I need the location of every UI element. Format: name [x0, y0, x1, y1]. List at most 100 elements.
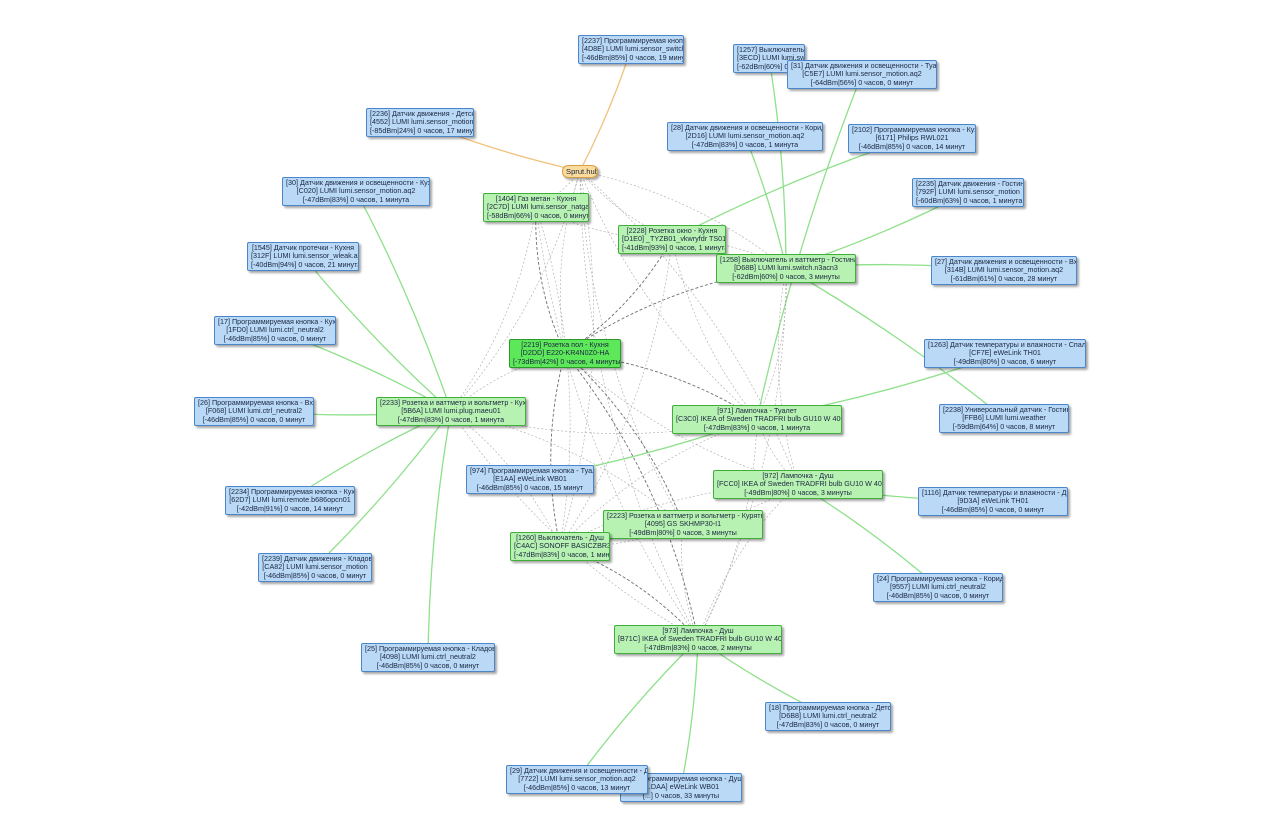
node-model: [C020] LUMI lumi.sensor_motion.aq2 [296, 186, 416, 196]
edge-n2228-n1260 [559, 238, 673, 547]
node-signal: [-62dBm|60%] 0 часов, 3 минуты [732, 271, 840, 281]
node-title: [18] Программируемая кнопка - Детская [769, 702, 891, 712]
device-node-n2238[interactable]: [2238] Универсальный датчик - Гостиная[F… [939, 403, 1069, 434]
edge-n2239-n2233 [314, 410, 452, 568]
device-node-n24[interactable]: [24] Программируемая кнопка - Коридор[95… [873, 572, 1003, 603]
edge-n972-hub [579, 170, 799, 485]
edge-n1404-n2233 [450, 206, 537, 412]
edge-n972-n973 [697, 483, 799, 640]
device-node-n2102[interactable]: [2102] Программируемая кнопка - Кухня[61… [848, 123, 976, 154]
node-title: [971] Лампочка - Туалет [717, 405, 797, 415]
edge-n973-n2219 [564, 352, 699, 640]
node-title: [1545] Датчик протечки - Кухня [251, 242, 355, 252]
device-node-n1545[interactable]: [1545] Датчик протечки - Кухня[312F] LUM… [247, 241, 359, 272]
device-node-n1257[interactable]: [1257] Выключатель - Спальня[3ECD] LUMI … [733, 43, 805, 74]
node-model: [1FD0] LUMI lumi.ctrl_neutral2 [226, 325, 324, 335]
device-node-n31[interactable]: [31] Датчик движения и освещенности - Ту… [787, 59, 937, 90]
edge-n2102-n2228 [671, 137, 913, 240]
device-node-n1263[interactable]: [1263] Датчик температуры и влажности - … [924, 338, 1086, 369]
hub-node[interactable]: Sprut.hub [562, 165, 598, 178]
node-model: [CF7E] eWeLink TH01 [969, 348, 1041, 358]
node-signal: [-47dBm|83%] 0 часов, 0 минут [776, 719, 880, 729]
node-model: [5B6A] LUMI lumi.plug.maeu01 [401, 406, 501, 416]
device-node-n29[interactable]: [29] Датчик движения и освещенности - Ду… [506, 764, 648, 795]
node-title: [1257] Выключатель - Спальня [737, 44, 805, 54]
node-signal: [-47dBm|83%] 0 часов, 1 минута [514, 549, 610, 559]
device-node-n30[interactable]: [30] Датчик движения и освещенности - Ку… [282, 176, 430, 207]
node-title: [1258] Выключатель и ваттметр - Гостиная [720, 254, 856, 264]
edge-n1258-n971 [756, 267, 787, 420]
device-node-n972[interactable]: [972] Лампочка - Душ[FCC0] IKEA of Swede… [713, 469, 883, 500]
node-model: [4095] GS SKHMP30-I1 [644, 519, 722, 529]
node-signal: [-47dBm|83%] 0 часов, 1 минута [397, 414, 505, 424]
edge-n971-n973 [697, 418, 758, 640]
device-node-n1404[interactable]: [1404] Газ метан - Кухня[2C7D] LUMI lumi… [483, 192, 589, 223]
edge-n1404-n1260 [535, 206, 571, 547]
node-signal: [-46dBm|85%] 0 часов, 15 минут [476, 482, 584, 492]
node-signal: [-41dBm|93%] 0 часов, 1 минута [622, 242, 726, 252]
node-title: [2237] Программируемая кнопка [582, 35, 684, 45]
node-signal: [-46dBm|85%] 0 часов, 19 минут [582, 52, 684, 62]
node-model: [9D3A] eWeLink TH01 [957, 496, 1029, 506]
device-node-n26[interactable]: [26] Программируемая кнопка - Вход[F068]… [194, 396, 314, 427]
device-node-n2219[interactable]: [2219] Розетка пол - Кухня[D2DD] E220-KR… [509, 338, 621, 369]
edge-n31-n971 [755, 73, 863, 420]
node-title: [2236] Датчик движения - Детская [370, 108, 474, 118]
edge-n1258-n972 [778, 267, 799, 485]
device-node-n2235[interactable]: [2235] Датчик движения - Гостиная[792F] … [912, 177, 1024, 208]
device-node-n17[interactable]: [17] Программируемая кнопка - Кухня[1FD0… [214, 315, 336, 346]
node-model: [D6B8] LUMI lumi.ctrl_neutral2 [779, 711, 877, 721]
node-signal: [-47dBm|83%] 0 часов, 1 минута [691, 139, 799, 149]
node-title: [17] Программируемая кнопка - Кухня [218, 316, 336, 326]
edge-n1257-n1258 [768, 57, 790, 269]
node-title: [28] Датчик движения и освещенности - Ко… [671, 122, 823, 132]
edge-n29-n973 [576, 638, 699, 780]
device-node-n973[interactable]: [973] Лампочка - Душ[B71C] IKEA of Swede… [614, 624, 782, 655]
device-node-n28[interactable]: [28] Датчик движения и освещенности - Ко… [667, 121, 823, 152]
device-node-n2236[interactable]: [2236] Датчик движения - Детская[4552] L… [366, 107, 474, 138]
node-signal: [-40dBm|94%] 0 часов, 21 минута [251, 259, 359, 269]
node-signal: [-42dBm|91%] 0 часов, 14 минут [236, 503, 344, 513]
node-title: [30] Датчик движения и освещенности - Ку… [286, 177, 430, 187]
device-node-n2223[interactable]: [2223] Розетка и ваттметр и вольтметр - … [603, 509, 763, 540]
device-node-n2228[interactable]: [2228] Розетка окно - Кухня[D1E0] _TYZB0… [618, 224, 726, 255]
node-model: [B71C] IKEA of Sweden TRADFRI bulb GU10 … [618, 634, 782, 644]
device-node-n2234[interactable]: [2234] Программируемая кнопка - Кухня[62… [225, 485, 355, 516]
node-title: [2234] Программируемая кнопка - Кухня [229, 486, 355, 496]
edge-n2228-n2219 [564, 238, 673, 354]
node-signal: [-62dBm|60%] 0 часов, 0 минут [737, 61, 804, 71]
device-node-n1260[interactable]: [1260] Выключатель - Душ[C4AC] SONOFF BA… [510, 531, 610, 562]
device-node-n25[interactable]: [25] Программируемая кнопка - Кладовая[4… [361, 642, 495, 673]
node-title: [26] Программируемая кнопка - Вход [198, 397, 314, 407]
edge-n2228-n971 [671, 238, 758, 420]
edge-n28-n1258 [744, 135, 788, 269]
device-node-n2237[interactable]: [2237] Программируемая кнопка[4D8E] LUMI… [578, 34, 684, 65]
device-node-n27[interactable]: [27] Датчик движения и освещенности - Вх… [931, 255, 1077, 286]
edge-n2219-hub [560, 170, 581, 354]
device-node-n18[interactable]: [18] Программируемая кнопка - Детская[D6… [765, 701, 891, 732]
node-signal: [-46dBm|85%] 0 часов, 13 минут [523, 782, 631, 792]
node-title: [974] Программируемая кнопка - Туалет [470, 465, 594, 475]
node-title: [2223] Розетка и ваттметр и вольтметр - … [607, 510, 763, 520]
node-model: [C4AC] SONOFF BASICZBR3 [514, 541, 610, 551]
device-node-n1258[interactable]: [1258] Выключатель и ваттметр - Гостиная… [716, 253, 856, 284]
node-signal: [-61dBm|61%] 0 часов, 28 минут [950, 273, 1058, 283]
device-node-n974[interactable]: [974] Программируемая кнопка - Туалет[E1… [466, 464, 594, 495]
node-signal: [...] 0 часов, 33 минуты [642, 790, 720, 800]
edge-n1258-hub [579, 170, 787, 269]
node-signal: [-58dBm|66%] 0 часов, 0 минут [487, 210, 589, 220]
device-node-n2239[interactable]: [2239] Датчик движения - Кладовая[CA82] … [258, 552, 372, 583]
device-node-n2233[interactable]: [2233] Розетка и ваттметр и вольтметр - … [376, 396, 526, 427]
node-model: [312F] LUMI lumi.sensor_wleak.aq1 [251, 251, 359, 261]
edge-n25-n2233 [427, 410, 454, 658]
device-node-n971[interactable]: [971] Лампочка - Туалет[C3C0] IKEA of Sw… [672, 404, 842, 435]
edge-n2223-n973 [681, 523, 699, 640]
node-model: [9557] LUMI lumi.ctrl_neutral2 [890, 582, 986, 592]
node-model: [FCC0] IKEA of Sweden TRADFRI bulb GU10 … [717, 479, 883, 489]
node-title: [...] Программируемая кнопка - Душ [624, 773, 742, 783]
device-node-n1116[interactable]: [1116] Датчик температуры и влажности - … [918, 486, 1068, 517]
node-model: [2C7D] LUMI lumi.sensor_natgas [487, 202, 589, 212]
node-model: [792F] LUMI lumi.sensor_motion [916, 187, 1020, 197]
